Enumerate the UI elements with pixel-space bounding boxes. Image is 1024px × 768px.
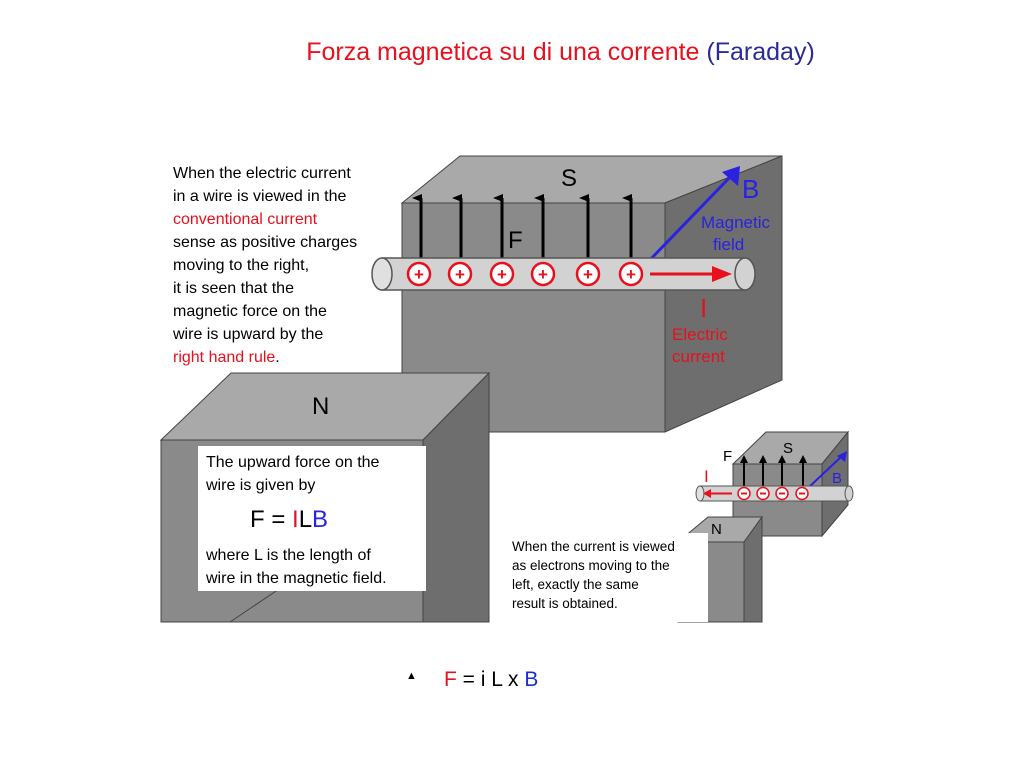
eq-b: B bbox=[312, 506, 328, 533]
south-magnet: S bbox=[400, 155, 783, 433]
positive-charge: + bbox=[618, 261, 644, 287]
formula-middle: = i L x bbox=[456, 668, 525, 691]
force-box-line: wire in the magnetic field. bbox=[205, 570, 387, 587]
inset-pole-n: N bbox=[711, 521, 722, 538]
description-line: right hand rule. bbox=[173, 349, 280, 366]
b-caption-1: Magnetic bbox=[701, 213, 770, 232]
positive-charges: + + + + + + bbox=[406, 261, 644, 287]
description-line: wire is upward by the bbox=[172, 326, 323, 343]
lorentz-formula: F = i L x B bbox=[444, 668, 538, 692]
i-label: I bbox=[700, 293, 707, 323]
force-equation-box: The upward force on the wire is given by… bbox=[198, 446, 426, 591]
inset-caption-line: result is obtained. bbox=[512, 596, 618, 611]
positive-charge: + bbox=[530, 261, 556, 287]
eq-i: I bbox=[292, 506, 299, 533]
description-line: When the electric current bbox=[173, 165, 351, 182]
i-caption-2: current bbox=[672, 347, 725, 366]
description-line: sense as positive charges bbox=[173, 234, 357, 251]
formula-b: B bbox=[524, 668, 539, 691]
b-caption-2: field bbox=[713, 235, 744, 254]
inset-pole-s: S bbox=[783, 440, 793, 457]
force-arrows bbox=[412, 194, 633, 262]
electron bbox=[737, 486, 751, 501]
svg-text:+: + bbox=[455, 265, 465, 284]
force-equation: F = ILB bbox=[250, 506, 328, 533]
inset-b-label: B bbox=[832, 470, 842, 487]
description-line: magnetic force on the bbox=[173, 303, 327, 320]
i-caption-1: Electric bbox=[672, 325, 728, 344]
inset-caption-line: When the current is viewed bbox=[512, 539, 675, 554]
inset-diagram: S F B I N When bbox=[508, 430, 854, 623]
description-period: . bbox=[275, 349, 279, 366]
force-box-line: where L is the length of bbox=[205, 547, 371, 564]
electron bbox=[775, 486, 789, 501]
description-line-highlight: conventional current bbox=[173, 211, 318, 228]
positive-charge: + bbox=[575, 261, 601, 287]
description-line: in a wire is viewed in the bbox=[173, 188, 347, 205]
positive-charge: + bbox=[447, 261, 473, 287]
positive-charge: + bbox=[489, 261, 515, 287]
eq-l: L bbox=[299, 506, 312, 533]
eq-f: F = bbox=[250, 506, 292, 533]
formula-f: F bbox=[444, 668, 457, 691]
description-line: moving to the right, bbox=[173, 257, 309, 274]
title-main: Forza magnetica su di una corrente bbox=[306, 38, 700, 66]
svg-text:+: + bbox=[538, 265, 548, 284]
svg-text:+: + bbox=[414, 265, 424, 284]
current-arrow bbox=[650, 266, 732, 282]
pole-s-label: S bbox=[561, 165, 577, 192]
magnetic-field-arrow bbox=[643, 166, 740, 267]
electron bbox=[795, 486, 809, 501]
b-label: B bbox=[742, 174, 759, 204]
force-box-line: The upward force on the bbox=[206, 454, 380, 471]
inset-caption-line: as electrons moving to the bbox=[512, 558, 670, 573]
svg-text:+: + bbox=[497, 265, 507, 284]
pole-n-label: N bbox=[312, 393, 329, 420]
slide-title: Forza magnetica su di una corrente (Fara… bbox=[0, 38, 1024, 67]
right-hand-rule-text: right hand rule bbox=[173, 349, 275, 366]
description-text: When the electric current in a wire is v… bbox=[172, 165, 357, 366]
force-label: F bbox=[508, 227, 523, 254]
description-line: it is seen that the bbox=[173, 280, 294, 297]
title-faraday: (Faraday) bbox=[706, 38, 815, 66]
inset-force-label: F bbox=[723, 448, 732, 465]
electron bbox=[756, 486, 770, 501]
bullet-icon: ▲ bbox=[406, 670, 417, 682]
inset-i-label: I bbox=[704, 467, 709, 486]
positive-charge: + bbox=[406, 261, 432, 287]
electrons bbox=[737, 486, 809, 501]
svg-text:+: + bbox=[626, 265, 636, 284]
svg-text:+: + bbox=[583, 265, 593, 284]
inset-caption-line: left, exactly the same bbox=[512, 577, 639, 592]
force-box-line: wire is given by bbox=[205, 477, 315, 494]
